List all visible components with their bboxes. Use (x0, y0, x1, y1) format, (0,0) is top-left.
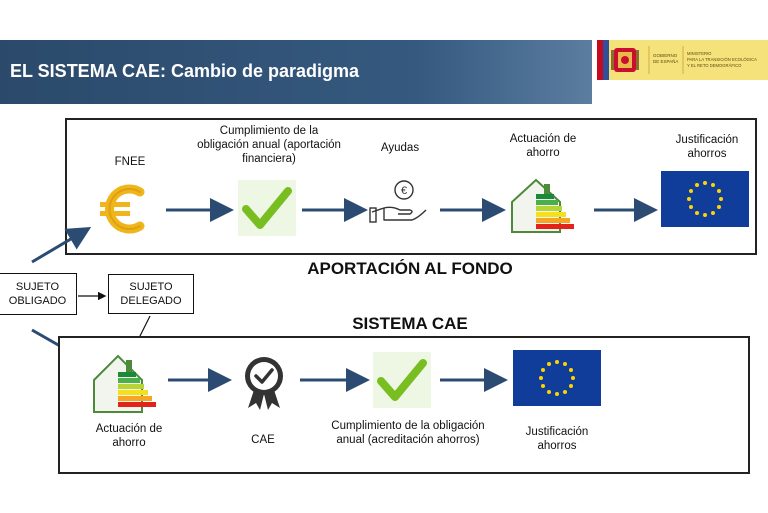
sujeto-obligado-box: SUJETO OBLIGADO (0, 273, 77, 315)
svg-text:PARA LA TRANSICIÓN ECOLÓGICA: PARA LA TRANSICIÓN ECOLÓGICA (687, 57, 757, 62)
step-label-obligation-financial: Cumplimiento de la obligación anual (apo… (197, 125, 341, 165)
certificate-badge-icon (236, 354, 292, 410)
energy-label-house-icon (90, 352, 170, 414)
checkmark-icon (238, 180, 296, 236)
euro-icon (95, 180, 155, 238)
svg-text:DE ESPAÑA: DE ESPAÑA (653, 58, 678, 64)
arrow-obligado-to-fund (31, 226, 92, 264)
step-label-savings-action-bottom: Actuación de ahorro (95, 423, 163, 449)
eu-flag-icon (661, 171, 749, 227)
step-label-cae: CAE (251, 434, 275, 446)
fund-contribution-heading: APORTACIÓN AL FONDO (307, 259, 513, 278)
page-title: EL SISTEMA CAE: Cambio de paradigma (10, 61, 360, 81)
step-label-savings-action: Actuación de ahorro (509, 133, 577, 159)
coat-of-arms-icon (611, 48, 639, 72)
government-logo: GOBIERNO DE ESPAÑA MINISTERIO PARA LA TR… (597, 40, 768, 80)
sujeto-delegado-box: SUJETO DELEGADO (108, 274, 194, 314)
checkmark-icon (373, 352, 431, 408)
fund-contribution-flow (65, 118, 757, 255)
svg-text:GOBIERNO: GOBIERNO (653, 53, 678, 58)
step-label-obligation-savings: Cumplimiento de la obligación anual (acr… (331, 420, 485, 446)
svg-text:Y EL RETO DEMOGRÁFICO: Y EL RETO DEMOGRÁFICO (687, 63, 742, 68)
step-label-savings-justification-bottom: Justificación ahorros (525, 426, 589, 452)
svg-text:MINISTERIO: MINISTERIO (687, 51, 712, 56)
hand-coin-icon: € (368, 178, 430, 228)
eu-flag-icon (513, 350, 601, 406)
step-label-ayudas: Ayudas (380, 142, 420, 154)
title-banner (0, 40, 592, 104)
svg-text:€: € (401, 185, 407, 197)
energy-label-house-icon (508, 176, 586, 234)
step-label-fnee: FNEE (114, 156, 146, 168)
step-label-savings-justification: Justificación ahorros (675, 134, 739, 160)
cae-system-heading: SISTEMA CAE (352, 314, 468, 333)
